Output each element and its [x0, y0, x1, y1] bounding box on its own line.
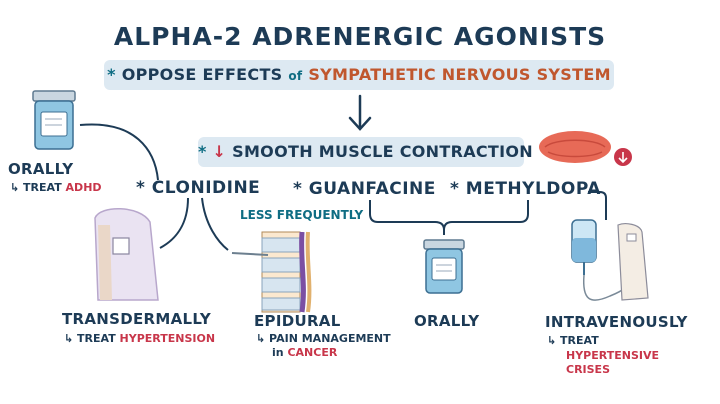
effect-system-text: SYMPATHETIC NERVOUS SYSTEM	[308, 65, 611, 84]
pill-bottle-icon	[32, 90, 76, 150]
route-intravenously-highlight-1: HYPERTENSIVE	[566, 349, 659, 362]
iv-bag-icon	[571, 219, 649, 301]
route-orally-2-label: ORALLY	[414, 312, 480, 330]
note-highlight: HYPERTENSION	[119, 332, 216, 345]
bullet-star: *	[198, 142, 207, 161]
effect-oppose-sympathetic: * OPPOSE EFFECTS of SYMPATHETIC NERVOUS …	[104, 60, 614, 90]
effect-smooth-muscle: * ↓ SMOOTH MUSCLE CONTRACTION	[198, 137, 533, 167]
route-epidural-label: EPIDURAL	[254, 312, 341, 330]
route-transdermally-label: TRANSDERMALLY	[62, 310, 212, 328]
route-intravenously-note: ↳ TREAT	[547, 334, 599, 347]
down-arrow-icon: ↓	[212, 142, 227, 161]
note-prefix: ↳ TREAT	[10, 181, 62, 194]
drug-guanfacine: * GUANFACINE	[293, 179, 436, 199]
route-epidural-note-2: in CANCER	[272, 346, 337, 359]
pill-bottle-icon	[423, 239, 465, 294]
effect-oppose-text: OPPOSE EFFECTS	[121, 65, 283, 84]
drug-clonidine: * CLONIDINE	[136, 178, 261, 198]
note-prefix: ↳ TREAT	[64, 332, 116, 345]
route-epidural-note: ↳ PAIN MANAGEMENT	[256, 332, 391, 345]
route-transdermally-note: ↳ TREAT HYPERTENSION	[64, 332, 215, 345]
less-frequently-note: LESS FREQUENTLY	[240, 208, 364, 222]
route-orally-note: ↳ TREAT ADHD	[10, 181, 102, 194]
page-title: ALPHA-2 ADRENERGIC AGONISTS	[113, 22, 607, 51]
bullet-star: *	[107, 65, 116, 84]
effect-of-text: of	[288, 69, 303, 83]
note-highlight: ADHD	[65, 181, 102, 194]
down-arrow-icon	[348, 94, 372, 131]
route-intravenously-highlight-2: CRISES	[566, 363, 610, 376]
note-prefix: in	[272, 346, 284, 359]
skin-patch-icon	[94, 207, 159, 301]
route-orally-label: ORALLY	[8, 160, 74, 178]
muscle-icon	[539, 131, 632, 166]
note-highlight: CANCER	[287, 346, 338, 359]
effect-smooth-muscle-text: SMOOTH MUSCLE CONTRACTION	[232, 142, 533, 161]
drug-methyldopa: * METHYLDOPA	[450, 179, 601, 199]
route-intravenously-label: INTRAVENOUSLY	[545, 313, 688, 331]
spine-icon	[231, 231, 312, 313]
